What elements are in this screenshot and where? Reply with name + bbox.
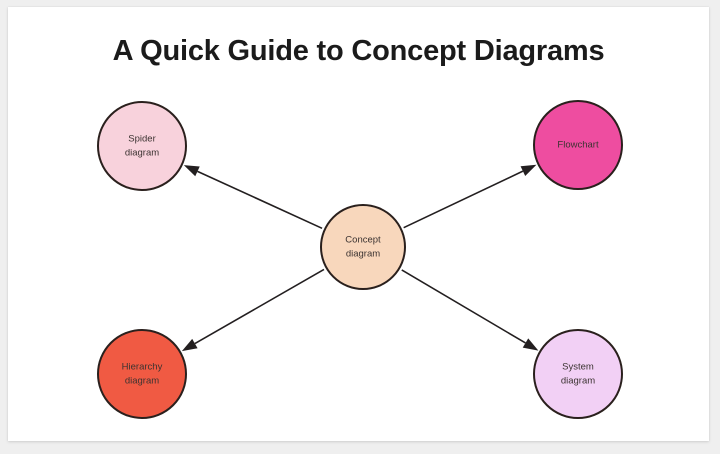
edge-line [401,269,526,344]
node-spider[interactable]: Spider diagram [97,101,187,191]
node-flowchart[interactable]: Flowchart [533,100,623,190]
node-label-spider-line1: Spider [128,134,155,145]
node-circle-system[interactable] [533,329,623,419]
arrow-head-icon [183,165,200,177]
arrow-head-icon [181,338,198,352]
edge-line [197,170,323,230]
node-label-hierarchy-line2: diagram [125,376,159,387]
node-label-spider-line2: diagram [125,148,159,159]
node-label-concept-line2: diagram [346,249,380,260]
edge-concept-to-flowchart [403,164,537,229]
edge-line [403,170,524,229]
edge-concept-to-system [401,269,539,351]
nodes-layer: SpiderdiagramFlowchartConceptdiagramHier… [97,100,623,419]
node-hierarchy[interactable]: Hierarchy diagram [97,329,187,419]
node-concept[interactable]: Concept diagram [320,204,406,290]
arrow-head-icon [522,338,539,351]
edge-concept-to-spider [183,165,323,230]
edges-layer [181,164,539,352]
arrow-head-icon [520,164,537,177]
diagram-card: A Quick Guide to Concept Diagrams Spider… [8,7,709,441]
edge-concept-to-hierarchy [181,268,325,352]
node-label-system-line1: System [562,362,594,373]
node-system[interactable]: System diagram [533,329,623,419]
page-title: A Quick Guide to Concept Diagrams [112,35,605,67]
node-circle-spider[interactable] [97,101,187,191]
node-label-concept-line1: Concept [345,235,381,246]
node-label-system-line2: diagram [561,376,595,387]
node-label-flowchart-line1: Flowchart [557,140,599,151]
node-circle-flowchart[interactable] [533,100,623,190]
concept-diagram-canvas: SpiderdiagramFlowchartConceptdiagramHier… [97,100,623,419]
node-circle-hierarchy[interactable] [97,329,187,419]
edge-line [194,268,325,345]
node-circle-concept[interactable] [320,204,406,290]
node-label-hierarchy-line1: Hierarchy [122,362,163,373]
